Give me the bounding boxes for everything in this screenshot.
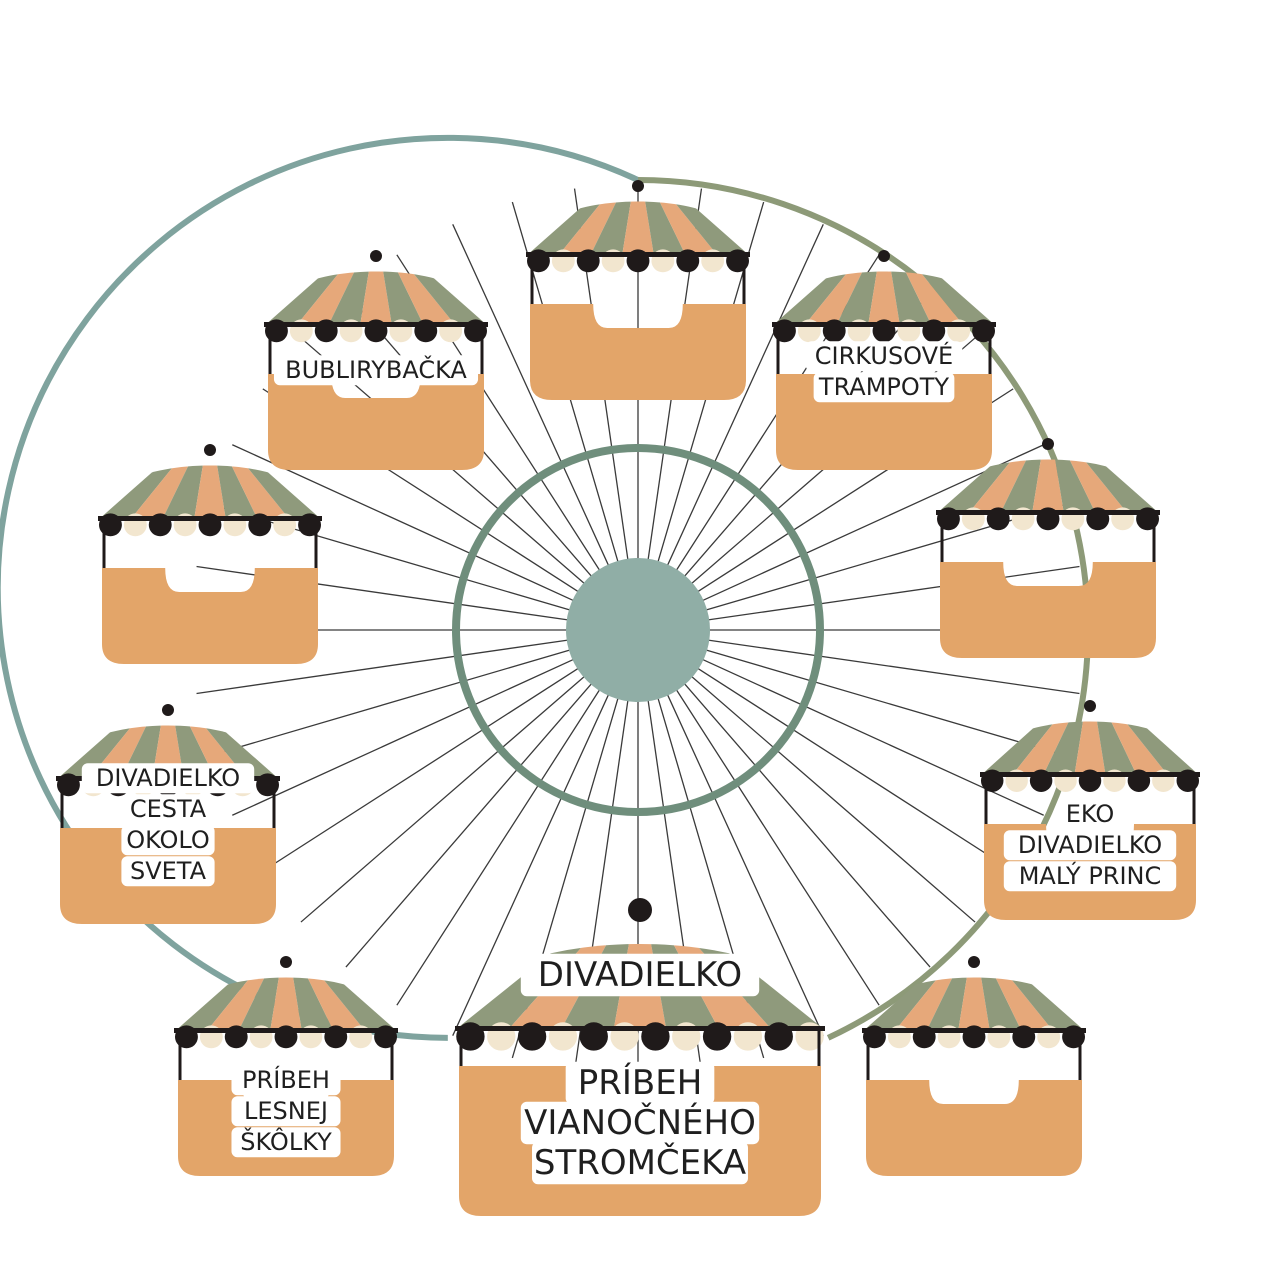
- gondola-basket: [102, 568, 318, 664]
- gondola-label-line: PRÍBEH: [578, 1062, 703, 1103]
- gondola-canopy: [980, 721, 1200, 774]
- gondola-knob: [162, 704, 174, 716]
- gondola-label-line: MALÝ PRINC: [1019, 861, 1162, 890]
- gondola-knob: [280, 956, 292, 968]
- spoke: [209, 649, 572, 757]
- gondola-label-line: CIRKUSOVÉ: [815, 341, 953, 370]
- gondola-label-line: STROMČEKA: [534, 1142, 746, 1183]
- spoke: [300, 675, 586, 923]
- gondola-label: CIRKUSOVÉ TRAMPOTY: [805, 341, 963, 403]
- gondola-label: BUBLIRYBAČKA: [273, 354, 479, 386]
- spoke: [232, 658, 575, 816]
- gondola-top: [526, 180, 750, 400]
- gondola-bottom-right: [862, 956, 1086, 1176]
- gondola-knob: [968, 956, 980, 968]
- gondola-canopy: [98, 465, 322, 518]
- gondola-basket: [866, 1080, 1082, 1176]
- wheel-rim-right: [637, 177, 1092, 1041]
- gondola-knob: [1042, 438, 1054, 450]
- gondola-canopy: [56, 725, 280, 778]
- gondola-knob: [628, 898, 652, 922]
- gondola-knob: [878, 250, 890, 262]
- gondola-label-line: TRAMPOTY: [818, 373, 950, 401]
- gondola-canopy: [862, 977, 1086, 1030]
- spoke: [452, 693, 610, 1036]
- spoke: [696, 667, 1014, 872]
- gondola-label-line: LESNEJ: [244, 1097, 328, 1125]
- gondola-label-line: ŠKÔLKY: [240, 1126, 332, 1156]
- gondola-lower-left: DIVADIELKO CESTA OKOLO SVETA: [56, 704, 280, 924]
- wheel-rim-left: [0, 134, 640, 1041]
- gondola-label-line: OKOLO: [126, 826, 210, 854]
- hub-center: [566, 558, 710, 702]
- gondola-label-line: VIANOČNÉHO: [524, 1102, 756, 1143]
- gondola-label-line: EKO: [1066, 800, 1114, 828]
- gondola-label-line: CESTA: [130, 795, 207, 823]
- gondola-basket: [940, 562, 1156, 658]
- gondola-basket: [530, 304, 746, 400]
- spoke: [707, 639, 1080, 695]
- spoke: [666, 224, 824, 567]
- spoke: [690, 675, 976, 923]
- spoke: [675, 688, 880, 1006]
- gondola-upper-left: BUBLIRYBAČKA: [264, 250, 488, 470]
- spoke: [345, 682, 593, 968]
- spoke: [262, 667, 580, 872]
- gondola-knob: [370, 250, 382, 262]
- gondola-label-line: SVETA: [130, 857, 207, 885]
- gondola-canopy: [264, 271, 488, 324]
- spoke: [666, 693, 824, 1036]
- gondola-knob: [1084, 700, 1096, 712]
- gondola-upper-right: CIRKUSOVÉ TRAMPOTY: [772, 250, 996, 470]
- spoke: [707, 565, 1080, 621]
- spoke: [232, 444, 575, 602]
- gondola-label-line: DIVADIELKO: [538, 955, 742, 995]
- spoke: [452, 224, 610, 567]
- gondola-canopy-label: DIVADIELKO: [520, 953, 760, 997]
- gondola-canopy: [772, 271, 996, 324]
- spoke: [683, 682, 931, 968]
- spoke: [196, 639, 569, 695]
- gondola-left: [98, 444, 322, 664]
- gondola-basket: [268, 374, 484, 470]
- gondola-knob: [204, 444, 216, 456]
- gondola-label: DIVADIELKO CESTA OKOLO SVETA: [81, 763, 255, 887]
- gondola-canopy: [526, 201, 750, 254]
- gondola-right: [936, 438, 1160, 658]
- gondola-label-line: DIVADIELKO: [96, 764, 240, 792]
- gondola-canopy: [174, 977, 398, 1030]
- spoke: [704, 649, 1067, 757]
- gondola-label-line: PRÍBEH: [242, 1065, 330, 1094]
- gondola-label-line: BUBLIRYBAČKA: [285, 354, 467, 384]
- hub-ring: [452, 444, 824, 816]
- gondola-knob: [632, 180, 644, 192]
- gondola-canopy: [936, 459, 1160, 512]
- gondola-label-line: DIVADIELKO: [1018, 831, 1162, 859]
- spoke: [396, 688, 601, 1006]
